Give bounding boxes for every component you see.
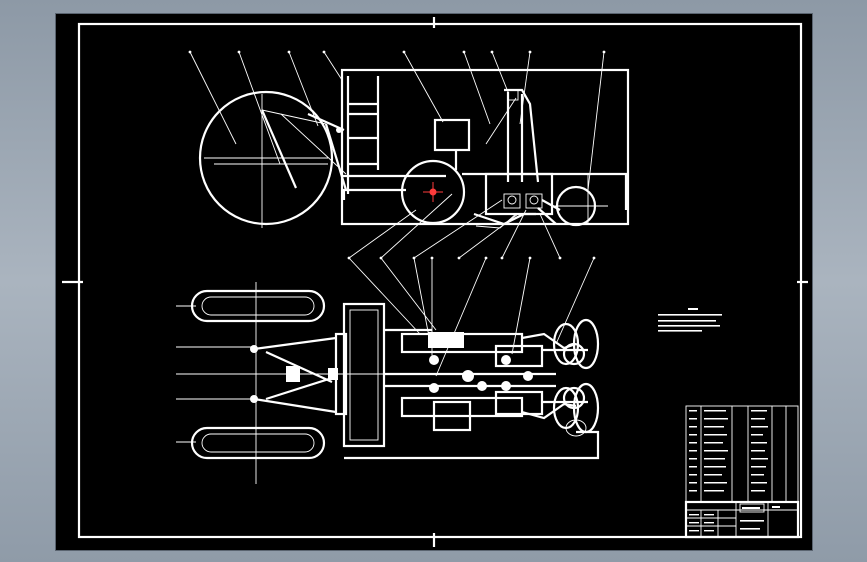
- plan-front-inner: [349, 309, 379, 441]
- engine-box: [433, 118, 471, 152]
- center-hub-2: [328, 368, 338, 380]
- gear-1: [507, 195, 517, 205]
- title-block-grid: [686, 502, 798, 537]
- joint-2: [250, 395, 258, 403]
- parts-list-frame: [685, 405, 799, 503]
- leader-lines-mid: [348, 193, 561, 259]
- steer-arm-bottom: [253, 397, 337, 414]
- technical-notes: [658, 308, 722, 332]
- gear-block-1: [494, 344, 544, 368]
- cad-drawing: [62, 17, 808, 547]
- title-block: [684, 405, 800, 539]
- gear-2: [529, 195, 539, 205]
- truss-top-cap: [507, 89, 519, 101]
- steer-arm-top: [253, 336, 337, 351]
- plan-gear-5: [501, 355, 511, 365]
- plan-gear-1: [429, 355, 439, 365]
- parts-list-grid: [700, 406, 787, 502]
- rear-arm: [541, 199, 561, 211]
- leader-lines-top: [189, 51, 605, 191]
- shaft-box-bottom: [400, 396, 524, 418]
- track-bottom-inner: [201, 433, 315, 453]
- gearbox-plan: [428, 332, 464, 348]
- track-top-inner: [201, 296, 315, 316]
- engine-plan: [432, 400, 472, 432]
- rear-disc-1c: [562, 342, 586, 366]
- center-hub: [286, 366, 300, 382]
- plan-gear-2: [429, 383, 439, 393]
- part-number-dots-top: [188, 50, 606, 54]
- main-frame: [340, 68, 630, 226]
- large-wheel: [198, 90, 334, 226]
- arm-link: [537, 207, 557, 225]
- plough-shoe: [473, 212, 536, 226]
- rear-disc-2d: [565, 419, 587, 437]
- wheel-spoke-1: [260, 109, 298, 189]
- plan-view: [176, 256, 600, 484]
- plan-front-bracket: [334, 332, 348, 416]
- drawing-sheet: [55, 13, 813, 551]
- drawing-border: [77, 22, 803, 539]
- truss-diag: [485, 97, 517, 145]
- plan-gear-6: [501, 381, 511, 391]
- leader-lines-plan: [348, 257, 595, 377]
- gear-housing-1: [503, 193, 521, 209]
- wheel-spoke-2: [261, 109, 327, 125]
- hitch-pin: [336, 127, 342, 133]
- steer-rod-bottom: [265, 376, 333, 401]
- parts-list-text: [689, 410, 768, 492]
- lower-box: [484, 172, 554, 216]
- plan-gear-4: [477, 381, 487, 391]
- title-box-name: [739, 503, 765, 513]
- wheel-link: [280, 113, 347, 175]
- plan-gear-7: [523, 371, 533, 381]
- gear-block-2: [494, 390, 544, 416]
- joint-1: [250, 345, 258, 353]
- rear-disc-2c: [562, 386, 586, 410]
- title-block-frame: [684, 500, 800, 539]
- part-number-dots-mid: [347, 256, 596, 260]
- drive-wheel: [400, 159, 466, 225]
- plough-shoe-2: [475, 213, 517, 229]
- track-bottom: [190, 426, 326, 460]
- track-top: [190, 289, 326, 323]
- title-block-text: [689, 506, 780, 532]
- side-view: [188, 50, 630, 259]
- plan-gear-3: [462, 370, 474, 382]
